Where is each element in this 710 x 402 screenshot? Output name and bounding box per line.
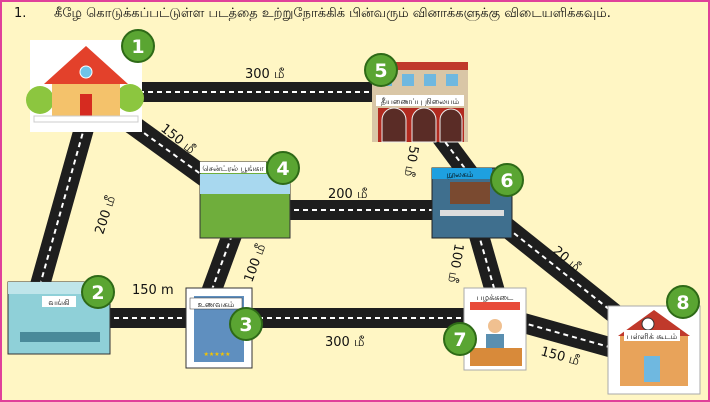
distance-2-3: 150 m xyxy=(132,283,174,298)
badge-7: 7 xyxy=(443,322,477,356)
svg-text:6: 6 xyxy=(500,170,513,192)
svg-text:8: 8 xyxy=(676,292,689,314)
distance-1-2: 200 மீ xyxy=(93,194,120,237)
distance-4-6: 200 மீ xyxy=(328,187,368,202)
badge-1: 1 xyxy=(121,29,155,63)
distance-6-7: 100 மீ xyxy=(444,242,466,284)
bank-label: வங்கி xyxy=(48,298,69,307)
badge-4: 4 xyxy=(266,151,300,185)
road-7-8 xyxy=(517,312,623,360)
distance-7-8: 150 மீ xyxy=(539,344,581,369)
place-home[interactable] xyxy=(26,40,144,132)
badge-8: 8 xyxy=(666,285,700,319)
place-central-park[interactable]: சென்ட்ரல் பூங்கா xyxy=(199,161,291,239)
place-fruit-shop[interactable]: பழக்கடை xyxy=(463,287,527,371)
badge-2: 2 xyxy=(81,275,115,309)
question-number: 1. xyxy=(14,6,27,21)
distance-4-3: 100 மீ xyxy=(242,242,270,285)
question-text: கீழே கொடுக்கப்பட்டுள்ள படத்தை உற்றுநோக்க… xyxy=(54,6,611,21)
library-label: நூலகம் xyxy=(447,170,474,180)
badge-5: 5 xyxy=(364,53,398,87)
restaurant-label: உணவகம் xyxy=(198,300,235,309)
svg-text:4: 4 xyxy=(276,158,289,180)
place-restaurant[interactable]: உணவகம் ★★★★★ xyxy=(185,287,253,369)
badge-6: 6 xyxy=(490,163,524,197)
number-badges: 1 5 4 6 2 3 7 8 xyxy=(81,29,700,356)
svg-text:1: 1 xyxy=(131,36,144,58)
svg-text:5: 5 xyxy=(374,60,387,82)
svg-text:7: 7 xyxy=(453,329,466,351)
park-label: சென்ட்ரல் பூங்கா xyxy=(202,164,264,173)
place-school[interactable]: பள்ளிக் கூடம் xyxy=(607,305,701,395)
distance-3-7: 300 மீ xyxy=(325,335,365,350)
distance-5-6: 50 மீ xyxy=(401,144,421,178)
svg-text:★★★★★: ★★★★★ xyxy=(204,351,231,358)
badge-3: 3 xyxy=(229,307,263,341)
question: 1. கீழே கொடுக்கப்பட்டுள்ள படத்தை உற்றுநோக… xyxy=(14,6,611,22)
svg-text:2: 2 xyxy=(91,282,104,304)
road-6-8 xyxy=(493,214,632,330)
fire-station-label: தீயணைப்பு நிலையம் xyxy=(381,97,459,106)
svg-text:3: 3 xyxy=(239,314,252,336)
distance-1-5: 300 மீ xyxy=(245,67,285,82)
school-label: பள்ளிக் கூடம் xyxy=(627,332,678,341)
fruit-shop-label: பழக்கடை xyxy=(477,293,514,302)
